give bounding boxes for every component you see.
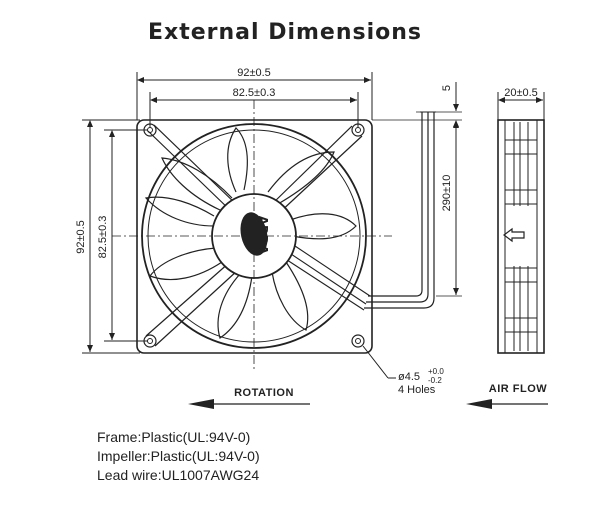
page-title: External Dimensions: [147, 20, 423, 45]
lead-wire: [364, 111, 436, 309]
hole-spacing-width-label: 82.5±0.3: [233, 87, 276, 99]
adda-logo: ADDA: [240, 212, 270, 256]
center-lines: [112, 100, 392, 372]
fan-blades: [144, 127, 357, 339]
hole-diameter-label: ø4.5: [398, 371, 420, 383]
rotation-label: ROTATION: [234, 387, 294, 399]
material-specs: Frame:Plastic(UL:94V-0) Impeller:Plastic…: [97, 428, 260, 485]
dim-depth: [497, 92, 545, 120]
dim-frame-width: [136, 72, 373, 120]
lead-wire-offset-label: 5: [441, 85, 453, 91]
spec-lead-wire: Lead wire:UL1007AWG24: [97, 467, 260, 483]
air-flow-label: AIR FLOW: [489, 383, 547, 395]
hole-spacing-height-label: 82.5±0.3: [97, 216, 109, 259]
rotation-arrow: [188, 399, 310, 409]
hole-tol-plus-label: +0.0: [428, 367, 444, 376]
fan-side-view: [497, 119, 545, 354]
adda-logo-text: ADDA: [256, 216, 270, 255]
lead-wire-length-label: 290±10: [441, 175, 453, 212]
mounting-hole: [143, 334, 157, 348]
air-flow-arrow: [466, 399, 548, 409]
spec-frame: Frame:Plastic(UL:94V-0): [97, 429, 251, 445]
dim-hole-spacing-height: [104, 129, 148, 342]
frame-width-label: 92±0.5: [237, 67, 271, 79]
hole-tol-minus-label: -0.2: [428, 376, 442, 385]
dim-frame-height: [82, 119, 140, 354]
dim-lead-wire-length: [436, 120, 462, 297]
spec-impeller: Impeller:Plastic(UL:94V-0): [97, 448, 260, 464]
depth-label: 20±0.5: [504, 87, 538, 99]
wire-channel: [283, 243, 371, 311]
frame-struts: [145, 124, 363, 347]
hole-count-label: 4 Holes: [398, 384, 436, 396]
hole-callout: [362, 345, 396, 379]
frame-height-label: 92±0.5: [75, 220, 87, 254]
mounting-hole: [351, 334, 365, 348]
mounting-hole: [351, 123, 365, 137]
